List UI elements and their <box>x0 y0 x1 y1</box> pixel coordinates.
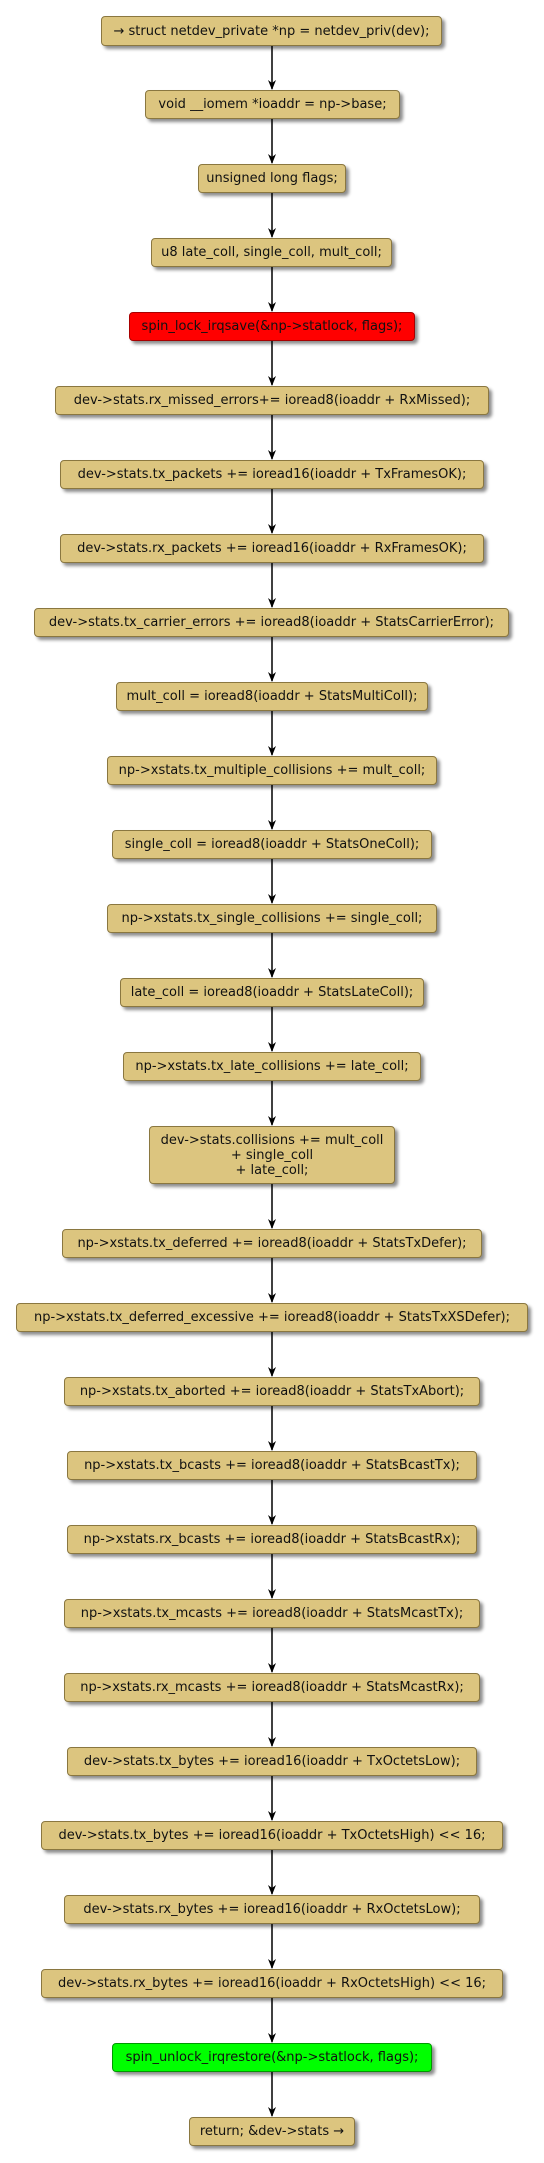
node-label: np->xstats.tx_deferred += ioread8(ioaddr… <box>77 1236 467 1251</box>
flow-node: np->xstats.tx_mcasts += ioread8(ioaddr +… <box>64 1599 480 1628</box>
flow-node: dev->stats.rx_bytes += ioread16(ioaddr +… <box>64 1895 480 1924</box>
flow-node: np->xstats.tx_aborted += ioread8(ioaddr … <box>64 1377 480 1406</box>
flow-node: np->xstats.tx_deferred_excessive += iore… <box>16 1303 528 1332</box>
flow-node: np->xstats.tx_deferred += ioread8(ioaddr… <box>62 1229 482 1258</box>
flow-node: dev->stats.rx_missed_errors+= ioread8(io… <box>55 386 489 415</box>
node-label: return; &dev->stats → <box>199 2124 345 2139</box>
flow-node: late_coll = ioread8(ioaddr + StatsLateCo… <box>120 978 424 1007</box>
node-label: np->xstats.tx_deferred_excessive += iore… <box>33 1310 510 1325</box>
node-label: dev->stats.rx_missed_errors+= ioread8(io… <box>73 393 471 408</box>
flow-node: np->xstats.rx_bcasts += ioread8(ioaddr +… <box>67 1525 477 1554</box>
node-label: mult_coll = ioread8(ioaddr + StatsMultiC… <box>126 689 418 704</box>
flow-node: np->xstats.tx_multiple_collisions += mul… <box>107 756 437 785</box>
node-label: dev->stats.tx_bytes += ioread16(ioaddr +… <box>58 1828 486 1843</box>
node-label: u8 late_coll, single_coll, mult_coll; <box>161 245 382 260</box>
flow-node: u8 late_coll, single_coll, mult_coll; <box>151 238 392 267</box>
flow-node: dev->stats.rx_bytes += ioread16(ioaddr +… <box>41 1969 503 1998</box>
flow-node: → struct netdev_private *np = netdev_pri… <box>101 16 442 46</box>
node-label: np->xstats.tx_bcasts += ioread8(ioaddr +… <box>84 1458 460 1473</box>
node-label: np->xstats.tx_multiple_collisions += mul… <box>118 763 426 778</box>
flow-node: np->xstats.tx_single_collisions += singl… <box>107 904 437 933</box>
node-label: np->xstats.tx_aborted += ioread8(ioaddr … <box>79 1384 465 1399</box>
node-label: dev->stats.tx_packets += ioread16(ioaddr… <box>77 467 467 482</box>
node-label: unsigned long flags; <box>206 171 338 186</box>
node-label: spin_unlock_irqrestore(&np->statlock, fl… <box>125 2050 419 2065</box>
node-label: single_coll = ioread8(ioaddr + StatsOneC… <box>124 837 420 852</box>
node-label: np->xstats.tx_single_collisions += singl… <box>121 911 423 926</box>
flow-node: single_coll = ioread8(ioaddr + StatsOneC… <box>112 830 432 859</box>
node-label: np->xstats.rx_bcasts += ioread8(ioaddr +… <box>83 1532 461 1547</box>
node-label: dev->stats.tx_carrier_errors += ioread8(… <box>48 615 495 630</box>
flow-node: dev->stats.tx_bytes += ioread16(ioaddr +… <box>67 1747 477 1776</box>
flow-node: np->xstats.tx_late_collisions += late_co… <box>123 1052 421 1081</box>
node-label: void __iomem *ioaddr = np->base; <box>158 97 387 112</box>
flow-node: np->xstats.rx_mcasts += ioread8(ioaddr +… <box>64 1673 480 1702</box>
node-label: dev->stats.rx_packets += ioread16(ioaddr… <box>77 541 467 556</box>
flow-node: dev->stats.tx_carrier_errors += ioread8(… <box>34 608 509 637</box>
unlock-node: spin_unlock_irqrestore(&np->statlock, fl… <box>112 2043 432 2072</box>
flow-node: mult_coll = ioread8(ioaddr + StatsMultiC… <box>116 682 428 711</box>
flow-node: return; &dev->stats → <box>189 2117 355 2146</box>
node-label: spin_lock_irqsave(&np->statlock, flags); <box>141 319 403 334</box>
flow-node: dev->stats.rx_packets += ioread16(ioaddr… <box>60 534 484 563</box>
flow-node: dev->stats.tx_packets += ioread16(ioaddr… <box>60 460 484 489</box>
lock-node: spin_lock_irqsave(&np->statlock, flags); <box>129 312 415 341</box>
flow-node: dev->stats.collisions += mult_coll + sin… <box>149 1126 395 1184</box>
node-label: late_coll = ioread8(ioaddr + StatsLateCo… <box>130 985 414 1000</box>
flow-node: np->xstats.tx_bcasts += ioread8(ioaddr +… <box>67 1451 477 1480</box>
node-label: dev->stats.tx_bytes += ioread16(ioaddr +… <box>83 1754 461 1769</box>
node-label: np->xstats.tx_late_collisions += late_co… <box>135 1059 409 1074</box>
node-label: np->xstats.rx_mcasts += ioread8(ioaddr +… <box>80 1680 464 1695</box>
flow-node: void __iomem *ioaddr = np->base; <box>145 90 400 119</box>
node-label: dev->stats.rx_bytes += ioread16(ioaddr +… <box>83 1902 461 1917</box>
node-label: np->xstats.tx_mcasts += ioread8(ioaddr +… <box>80 1606 464 1621</box>
flow-node: dev->stats.tx_bytes += ioread16(ioaddr +… <box>41 1821 503 1850</box>
node-label: dev->stats.collisions += mult_coll + sin… <box>160 1132 384 1178</box>
node-label: dev->stats.rx_bytes += ioread16(ioaddr +… <box>57 1976 487 1991</box>
flow-node: unsigned long flags; <box>198 164 346 193</box>
node-label: → struct netdev_private *np = netdev_pri… <box>113 23 430 39</box>
